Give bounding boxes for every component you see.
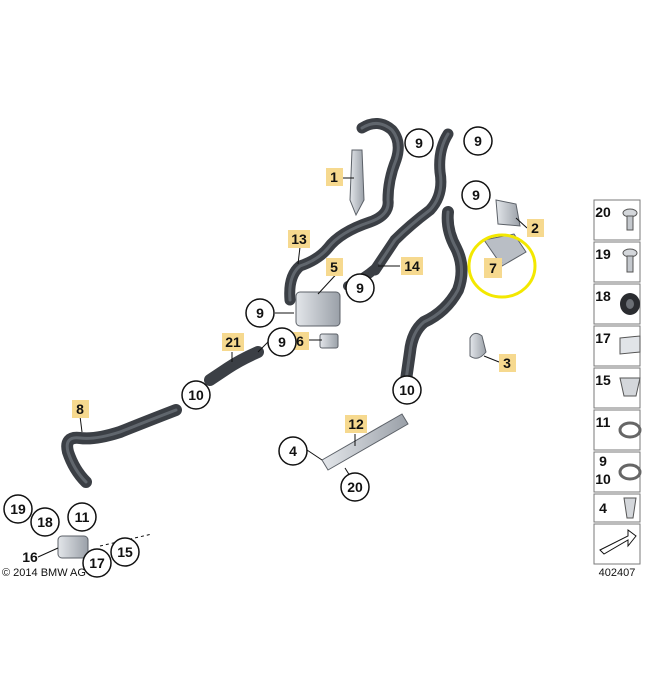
label-14: 14	[404, 258, 420, 274]
bolt-icon	[622, 248, 638, 273]
circle-labels	[3, 126, 493, 578]
legend-num-11: 11	[596, 414, 611, 430]
clip-3	[469, 332, 487, 359]
label-21: 21	[225, 334, 241, 350]
grommet-icon	[620, 293, 640, 315]
label-9-top-right: 9	[474, 133, 482, 149]
label-11: 11	[75, 509, 90, 525]
legend: 20 19 18 17 15 11 9 10	[593, 199, 642, 579]
hose-upper-left	[284, 118, 404, 306]
label-4: 4	[289, 443, 297, 459]
label-2: 2	[531, 220, 539, 236]
label-9-lower: 9	[278, 334, 286, 350]
bracket-2	[495, 199, 521, 227]
label-10-left: 10	[188, 387, 204, 403]
legend-num-4: 4	[599, 500, 607, 516]
label-12: 12	[348, 416, 364, 432]
bracket-1	[349, 149, 365, 217]
pump-16	[57, 535, 89, 559]
legend-num-10: 10	[595, 471, 611, 487]
legend-num-17: 17	[595, 330, 611, 346]
label-9-right: 9	[472, 187, 480, 203]
label-5: 5	[330, 259, 338, 275]
label-19: 19	[10, 501, 26, 517]
label-20: 20	[347, 479, 363, 495]
label-15: 15	[117, 544, 133, 560]
label-9-left: 9	[256, 305, 264, 321]
label-9-top: 9	[415, 135, 423, 151]
expanding-rivet-icon	[623, 497, 637, 519]
valve-5	[295, 291, 341, 327]
label-13: 13	[291, 231, 307, 247]
label-7: 7	[489, 260, 497, 276]
label-10-right: 10	[399, 382, 415, 398]
figure-number: 402407	[599, 567, 636, 579]
hose-21	[204, 346, 264, 386]
pipe-12	[321, 413, 409, 471]
hose-clamp-icon	[618, 421, 642, 439]
arrow-icon	[599, 529, 637, 555]
legend-num-20: 20	[595, 204, 611, 220]
circle-label-texts: 9 9 9 9 9 9 10 10 4 20 19 18 11 15 17	[10, 133, 482, 571]
legend-num-9: 9	[599, 453, 607, 469]
legend-num-19: 19	[595, 246, 611, 262]
label-1: 1	[330, 169, 338, 185]
copyright: © 2014 BMW AG	[2, 567, 86, 579]
box-labels: 1 2 3 5 6 7 8 12 13 14 21	[72, 168, 544, 433]
label-17: 17	[89, 555, 105, 571]
label-3: 3	[503, 355, 511, 371]
label-16: 16	[22, 549, 38, 565]
spring-clamp-icon	[618, 463, 642, 481]
legend-num-18: 18	[595, 288, 611, 304]
part-6	[319, 333, 339, 349]
highlight-ring	[467, 233, 537, 299]
nut-icon	[619, 377, 641, 397]
parts	[57, 149, 527, 559]
hose-8	[61, 404, 182, 488]
clip-icon	[619, 335, 641, 355]
label-9-mid: 9	[356, 280, 364, 296]
label-18: 18	[37, 514, 53, 530]
hoses	[61, 118, 468, 488]
label-6: 6	[296, 333, 304, 349]
screw-icon	[622, 208, 638, 231]
label-8: 8	[76, 401, 84, 417]
legend-num-15: 15	[595, 372, 611, 388]
